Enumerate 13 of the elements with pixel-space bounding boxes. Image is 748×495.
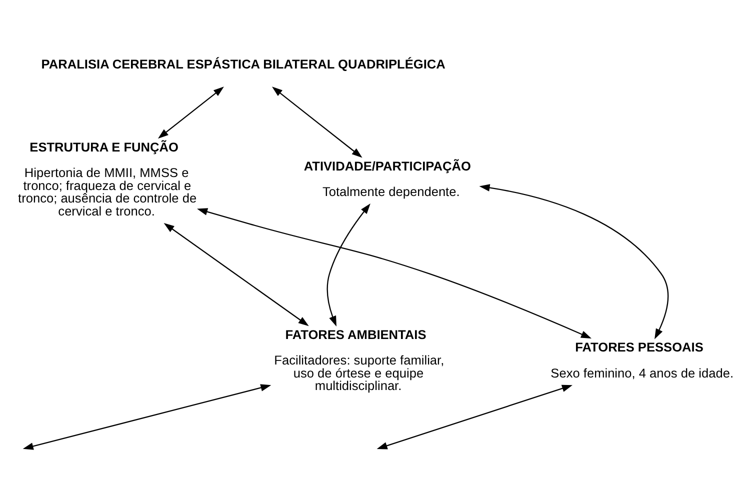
arrow <box>479 184 669 340</box>
arrow <box>197 208 592 339</box>
arrow <box>326 204 370 326</box>
arrow <box>376 384 572 450</box>
node-text: ESTRUTURA E FUNÇÃO Hipertonia de MMII, MMSS e tronco; fraqueza de cervical e tronco; ausência de controle de cervical e tronco. <box>18 139 197 218</box>
arrow <box>22 384 272 450</box>
arrow <box>164 222 309 326</box>
arrow <box>272 86 362 158</box>
node-text: PARALISIA CEREBRAL ESPÁSTICA BILATERAL QUADRIPLÉGICA <box>41 56 446 72</box>
arrow <box>158 86 224 139</box>
node-text: ATIVIDADE/PARTICIPAÇÃO Totalmente dependente. <box>304 158 471 200</box>
node-text: FATORES AMBIENTAIS Facilitadores: suporte familiar, uso de órtese e equipe multidisciplinar. <box>274 326 444 394</box>
node-text: FATORES PESSOAIS Sexo feminino, 4 anos de idade. <box>550 340 734 380</box>
